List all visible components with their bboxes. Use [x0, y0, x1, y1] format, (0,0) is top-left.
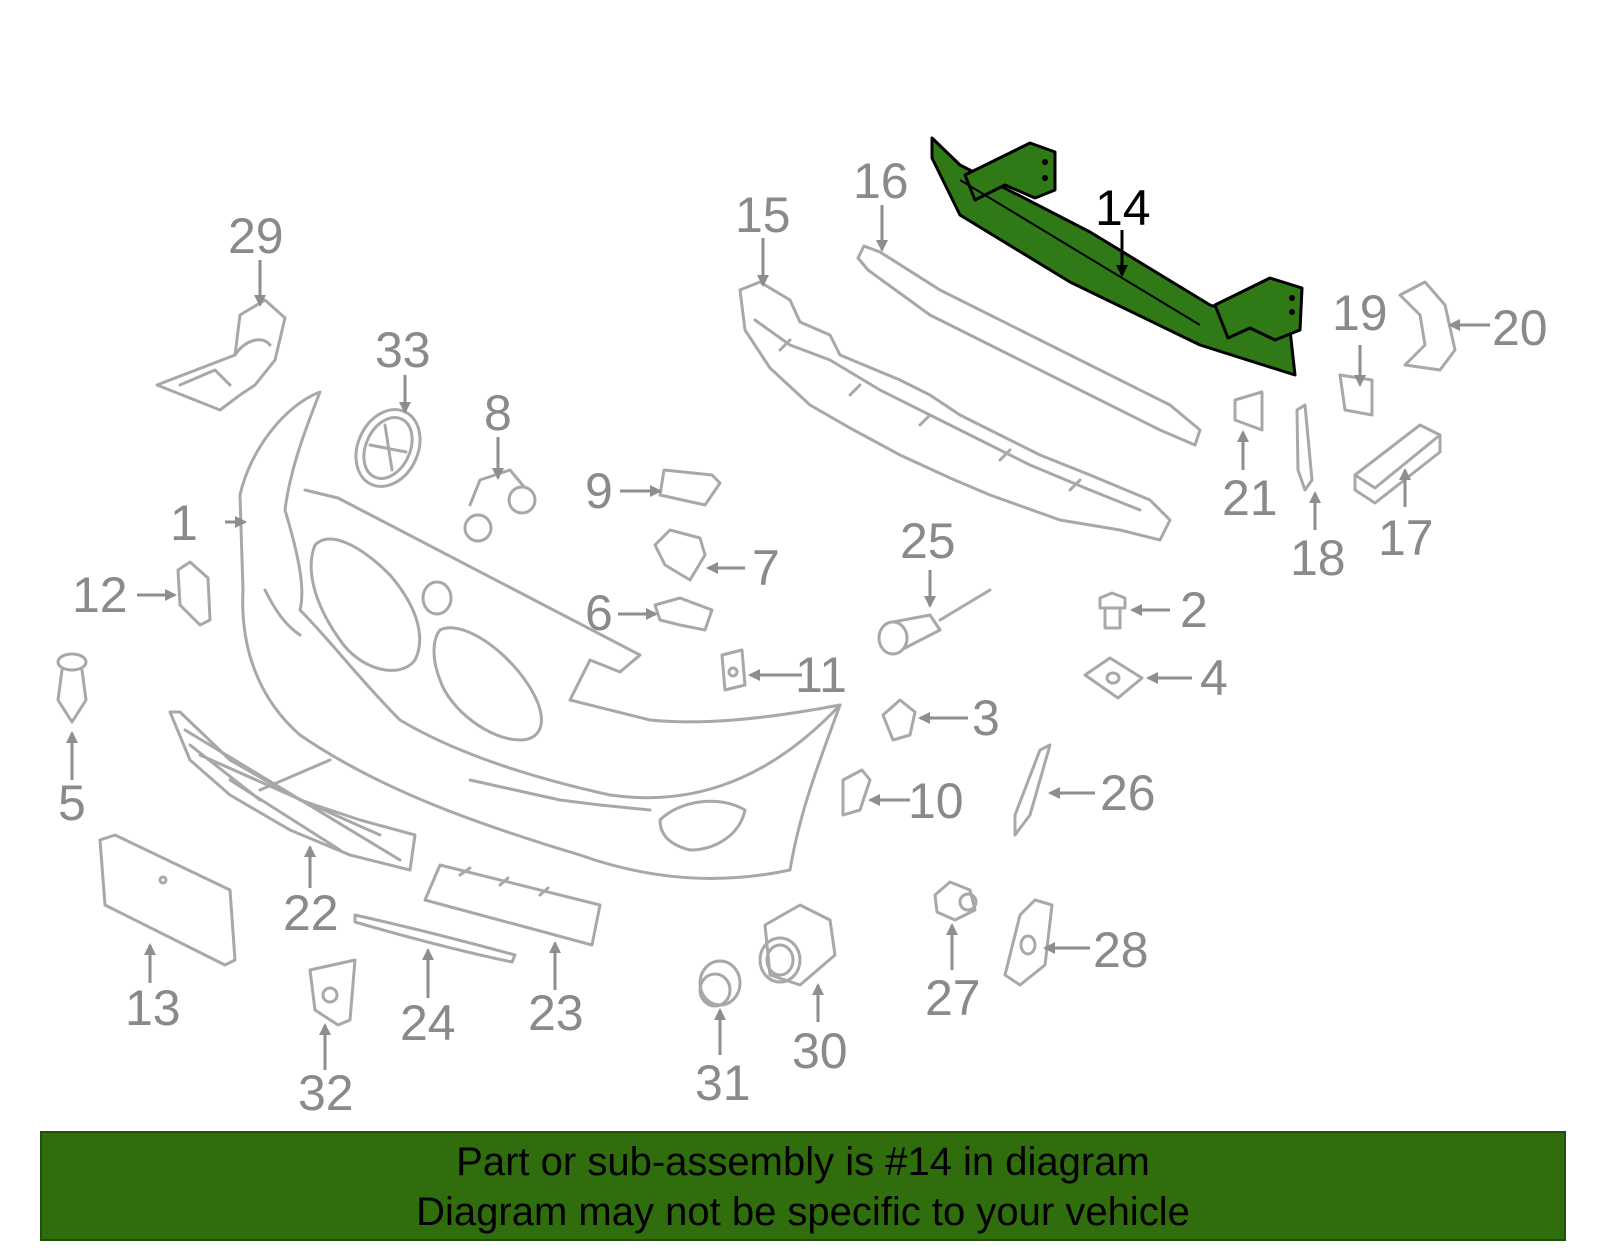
lower-grille-part-22[interactable]	[168, 710, 417, 872]
callout-33: 33	[375, 322, 431, 378]
grille-insert-part-23[interactable]	[423, 863, 602, 947]
callout-32: 32	[298, 1065, 354, 1121]
callout-23: 23	[528, 985, 584, 1041]
callout-27: 27	[925, 970, 981, 1026]
callout-14: 14	[1095, 180, 1151, 236]
callout-labels: 14 15 16 29 33 8 9 1 12 7 6 11 5 25 2 4 …	[58, 153, 1548, 1121]
callout-31: 31	[695, 1055, 751, 1111]
bumper-carrier-part-14[interactable]	[930, 136, 1304, 377]
callout-22: 22	[283, 885, 339, 941]
callout-8: 8	[484, 385, 512, 441]
callout-28: 28	[1093, 922, 1149, 978]
callout-11: 11	[795, 647, 847, 703]
temp-sensor-part-25[interactable]	[877, 588, 992, 656]
info-banner: Part or sub-assembly is #14 in diagram D…	[40, 1131, 1566, 1241]
bumper-cover-part-1[interactable]	[238, 390, 842, 880]
bracket-part-19[interactable]	[1338, 373, 1374, 417]
callout-24: 24	[400, 995, 456, 1051]
nut-part-4[interactable]	[1083, 656, 1144, 700]
bracket-part-12[interactable]	[176, 560, 212, 627]
callout-12: 12	[72, 567, 128, 623]
emblem-part-33[interactable]	[344, 399, 432, 497]
push-pin-part-5[interactable]	[56, 652, 88, 724]
clip-part-6[interactable]	[653, 596, 714, 632]
callout-9: 9	[585, 463, 613, 519]
callout-21: 21	[1222, 470, 1278, 526]
banner-line-part-number: Part or sub-assembly is #14 in diagram	[456, 1140, 1150, 1184]
bracket-part-20[interactable]	[1398, 280, 1457, 372]
callout-1: 1	[170, 495, 198, 551]
callout-25: 25	[900, 513, 956, 569]
clip-part-11[interactable]	[720, 648, 747, 692]
bolt-part-2[interactable]	[1098, 591, 1127, 630]
sensor-cap-part-31[interactable]	[698, 959, 742, 1008]
callout-3: 3	[972, 690, 1000, 746]
callout-15: 15	[735, 187, 791, 243]
callout-30: 30	[792, 1023, 848, 1079]
bracket-part-28[interactable]	[1003, 898, 1054, 987]
bracket-part-32[interactable]	[308, 958, 357, 1027]
callout-4: 4	[1200, 650, 1228, 706]
callout-6: 6	[585, 585, 613, 641]
callout-16: 16	[853, 153, 909, 209]
callout-10: 10	[908, 773, 964, 829]
callout-18: 18	[1290, 530, 1346, 586]
license-bracket-part-13[interactable]	[98, 833, 237, 967]
callout-26: 26	[1100, 765, 1156, 821]
bracket-part-10[interactable]	[841, 768, 872, 817]
callout-13: 13	[125, 980, 181, 1036]
banner-line-disclaimer: Diagram may not be specific to your vehi…	[416, 1190, 1190, 1234]
bracket-part-21[interactable]	[1233, 390, 1264, 432]
energy-absorber-part-15[interactable]	[738, 280, 1172, 542]
callout-5: 5	[58, 775, 86, 831]
reflector-part-26[interactable]	[1013, 743, 1052, 837]
bracket-part-18[interactable]	[1295, 403, 1314, 492]
callout-19: 19	[1332, 285, 1388, 341]
callout-29: 29	[228, 208, 284, 264]
clip-part-3[interactable]	[881, 698, 917, 742]
leader-lines	[66, 205, 1490, 1070]
bracket-part-8[interactable]	[463, 468, 537, 543]
callout-20: 20	[1492, 300, 1548, 356]
trim-strip-part-24[interactable]	[353, 913, 517, 964]
sensor-part-27[interactable]	[933, 880, 978, 922]
strip-part-16[interactable]	[856, 244, 1202, 447]
callout-2: 2	[1180, 582, 1208, 638]
cover-part-9[interactable]	[658, 468, 722, 507]
air-duct-part-29[interactable]	[155, 298, 287, 412]
clip-part-7[interactable]	[653, 528, 707, 582]
block-part-17[interactable]	[1353, 423, 1442, 505]
callout-17: 17	[1378, 510, 1434, 566]
parking-sensor-part-30[interactable]	[758, 903, 837, 987]
callout-7: 7	[752, 540, 780, 596]
